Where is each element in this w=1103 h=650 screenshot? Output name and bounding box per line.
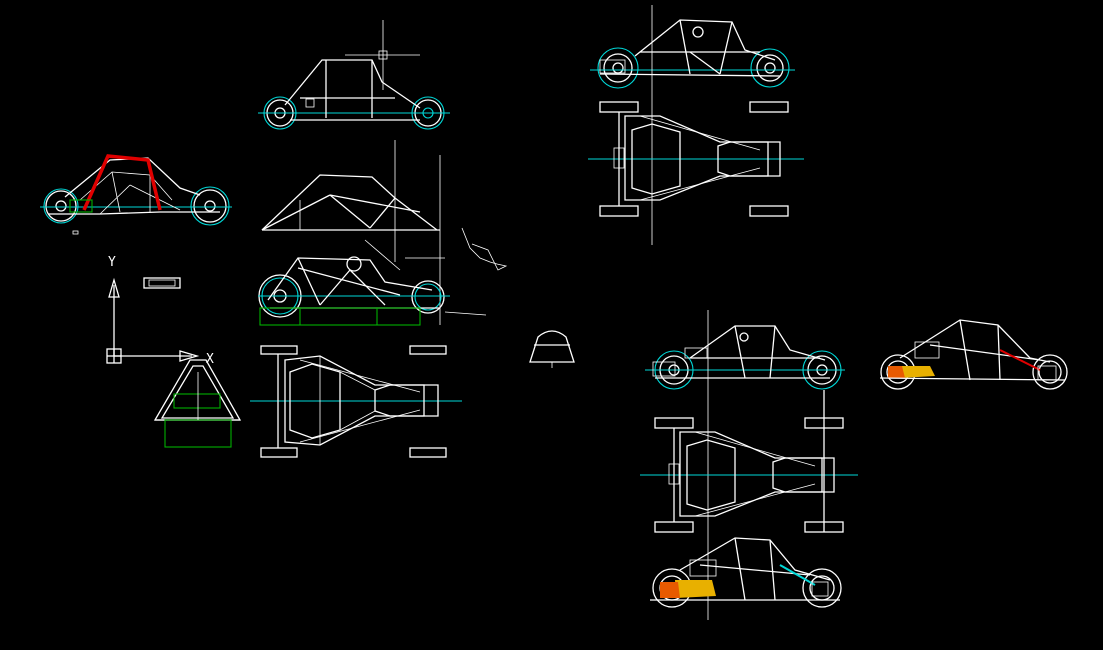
buggy-side-view-top-right[interactable] [590, 5, 795, 245]
buggy-side-view-engine-right[interactable] [879, 319, 1068, 390]
ucs-y-label: Y [108, 255, 116, 270]
small-block[interactable] [143, 277, 181, 289]
ucs-axis-icon: Y X [106, 255, 214, 367]
sketch-curve [364, 227, 508, 271]
buggy-plan-view-lower-right[interactable] [640, 390, 858, 533]
buggy-side-view-top[interactable] [258, 20, 450, 130]
buggy-side-view-construction[interactable] [258, 256, 487, 326]
buggy-plan-view-top-right[interactable] [588, 101, 804, 217]
buggy-side-view-bottom[interactable] [650, 537, 842, 608]
buggy-plan-view-left[interactable] [250, 345, 462, 458]
buggy-front-view-small[interactable] [529, 330, 575, 368]
buggy-side-view-lower-right[interactable] [645, 310, 845, 620]
buggy-front-view-left[interactable] [153, 359, 242, 448]
buggy-frame-side-mid[interactable] [261, 140, 445, 325]
buggy-side-view-left[interactable] [40, 154, 232, 235]
ucs-x-label: X [206, 352, 214, 367]
